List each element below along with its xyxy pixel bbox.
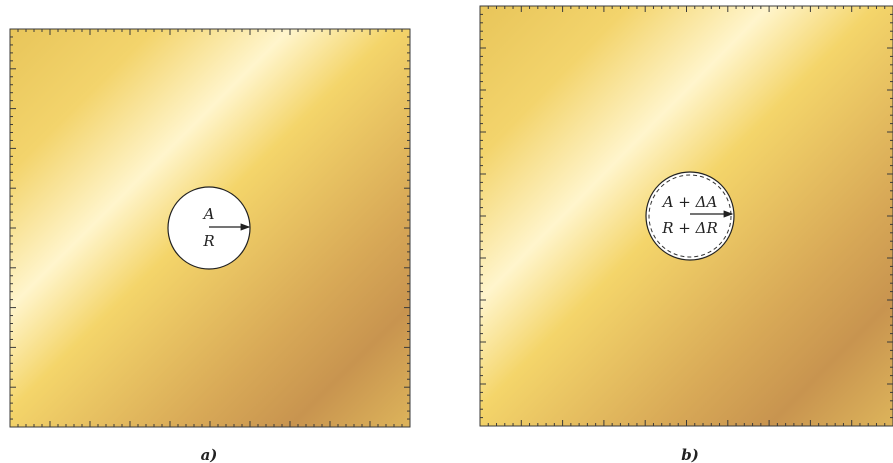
panel-a: A R a) <box>9 28 411 463</box>
hole-a <box>167 186 251 270</box>
caption-a: a) <box>201 446 218 463</box>
caption-b: b) <box>681 446 699 463</box>
radius-label-a: R <box>202 232 214 250</box>
expanded-hole-b <box>645 171 735 261</box>
area-label-a: A <box>202 205 215 223</box>
radius-label-b: R + ΔR <box>661 219 718 237</box>
area-label-b: A + ΔA <box>661 193 718 211</box>
panel-b: A + ΔA R + ΔR b) <box>479 5 893 463</box>
plate-a-ruler-ticks <box>9 28 411 428</box>
